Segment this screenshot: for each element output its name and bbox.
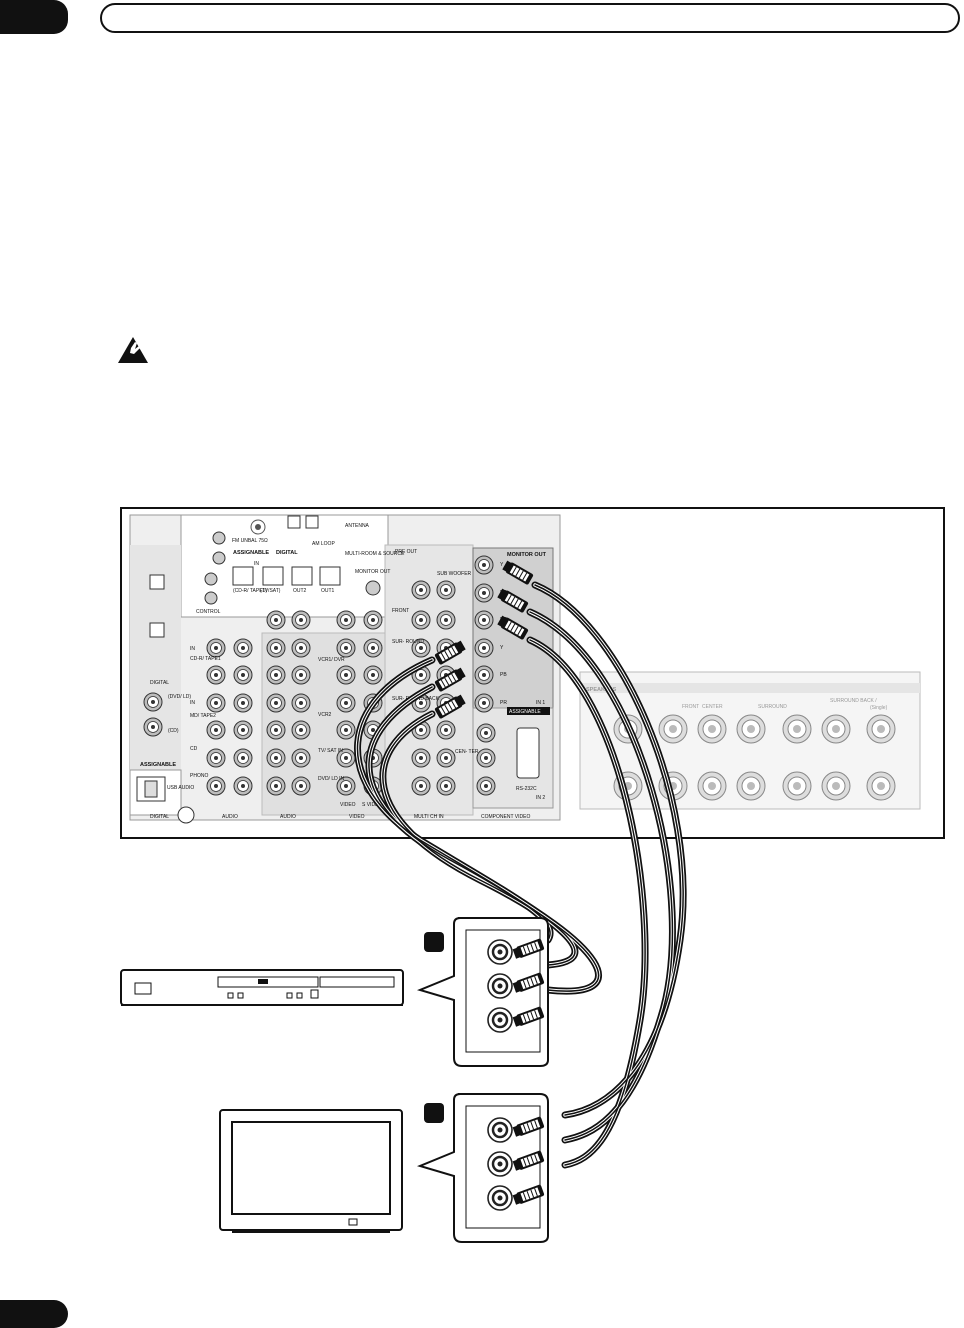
in2-label: IN 2 (536, 795, 545, 801)
bottom-video: VIDEO (349, 814, 365, 820)
front-label: FRONT (392, 608, 409, 614)
subwoofer-label: SUB WOOFER (437, 571, 472, 577)
component-label: COMPONENT VIDEO (481, 814, 530, 820)
vcr1-row: VCR1/ DVR (318, 657, 345, 663)
digital-label: DIGITAL (276, 550, 298, 556)
center-spk-label: CENTER (702, 704, 723, 710)
tvsat-label: (TV/SAT) (260, 588, 281, 594)
y2: Y (500, 645, 504, 651)
usb-label: USB AUDIO (167, 785, 194, 791)
receiver-rear-panel: ANTENNA FM UNBAL 75Ω AM LOOP ASSIGNABLE … (129, 514, 561, 824)
multich-label: MULTI CH IN (414, 814, 444, 820)
single-label: (Single) (870, 705, 888, 711)
tv-connection-callout (416, 1093, 549, 1243)
phono-row: PHONO (190, 773, 208, 779)
monitor-out-label: MONITOR OUT (507, 552, 547, 558)
tvsat-row: TV/ SAT IN (318, 748, 343, 754)
antenna-label: ANTENNA (345, 523, 370, 529)
in-row1: IN (190, 646, 195, 652)
y1: Y (500, 562, 504, 568)
header-tab (0, 0, 68, 34)
am-label: AM LOOP (312, 541, 335, 547)
header-bar (100, 3, 960, 33)
assignable-left-label: ASSIGNABLE (140, 762, 176, 768)
surround-spk-label: SURROUND (758, 704, 787, 710)
digital-side-label: DIGITAL (150, 680, 169, 686)
dvd-player-icon (120, 969, 404, 1006)
in-label: IN (254, 561, 259, 567)
footer-tab (0, 1300, 68, 1328)
warning-icon (118, 337, 148, 363)
out1-label: OUT1 (321, 588, 335, 594)
pr2: PR (500, 700, 507, 706)
dvd-row: DVD/ LD IN (318, 776, 345, 782)
assignable-comp-label: ASSIGNABLE (509, 709, 541, 715)
surround-label: SUR- ROUND (392, 639, 424, 645)
rs232c-label: RS-232C (516, 786, 537, 792)
dvd-connection-callout (416, 917, 549, 1067)
control-label: CONTROL (196, 609, 221, 615)
cdr-label: (CD-R/ TAPE1) (233, 588, 267, 594)
bottom-audio1: AUDIO (222, 814, 238, 820)
component-cables (354, 581, 687, 1169)
svideo-label: S VIDEO (362, 802, 382, 808)
fm-label: FM UNBAL 75Ω (232, 538, 268, 544)
speakers-label: SPEAKERS (586, 687, 617, 693)
cd-row: CD (190, 746, 198, 752)
front-spk-label: FRONT (682, 704, 699, 710)
in-dvd-label: (DVD/ LD) (168, 694, 191, 700)
center-label: CEN- TER (455, 749, 479, 755)
in-row2: IN (190, 700, 195, 706)
cdr-tape-row: CD-R/ TAPE1 (190, 656, 221, 662)
in-cd-label: (CD) (168, 728, 179, 734)
in1-label: IN 1 (536, 700, 545, 706)
monitor-small-label: MONITOR OUT (355, 569, 390, 575)
assignable-label: ASSIGNABLE (233, 550, 269, 556)
video-label: VIDEO (340, 802, 356, 808)
md-tape-row: MD/ TAPE2 (190, 713, 216, 719)
surround-back-spk-label: SURROUND BACK / (830, 698, 877, 704)
bottom-audio2: AUDIO (280, 814, 296, 820)
preout-label: PRE OUT (395, 549, 417, 555)
bottom-digital: DIGITAL (150, 814, 169, 820)
vcr2-row: VCR2 (318, 712, 332, 718)
out2-label: OUT2 (293, 588, 307, 594)
multiroom-label: MULTI-ROOM & SOURCE (345, 551, 405, 557)
television-icon (219, 1109, 403, 1233)
pb2: PB (500, 672, 507, 678)
